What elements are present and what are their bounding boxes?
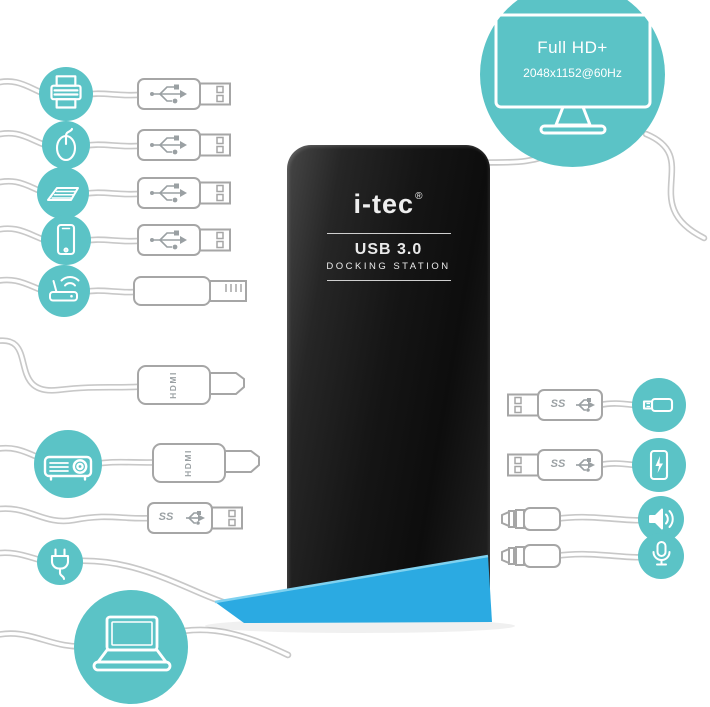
tablet-icon bbox=[56, 223, 76, 256]
monitor-icon bbox=[494, 13, 652, 135]
printer-circle bbox=[39, 67, 93, 121]
divider bbox=[326, 280, 451, 281]
power-plug-circle bbox=[37, 539, 83, 585]
display-resolution-detail: 2048x1152@60Hz bbox=[523, 66, 622, 80]
microphone-circle bbox=[638, 533, 684, 579]
power-plug-icon bbox=[50, 548, 70, 581]
ethernet-connector bbox=[128, 271, 258, 311]
laptop-icon bbox=[92, 615, 172, 672]
docking-station: i-tec® USB 3.0 DOCKING STATION bbox=[287, 145, 490, 600]
usb-a-connector bbox=[128, 173, 238, 213]
usb-a-connector bbox=[128, 220, 238, 260]
model-type: DOCKING STATION bbox=[326, 261, 451, 272]
display-callout: Full HD+ 2048x1152@60Hz bbox=[480, 0, 665, 167]
hdmi-connector bbox=[130, 362, 250, 408]
display-resolution-title: Full HD+ bbox=[537, 38, 608, 57]
divider bbox=[326, 233, 451, 234]
hdmi-connector bbox=[145, 440, 265, 486]
usb-a-connector bbox=[128, 125, 238, 165]
usb-a-connector bbox=[128, 74, 238, 114]
speaker-icon bbox=[649, 508, 674, 530]
usb-flash-drive-icon bbox=[642, 397, 674, 413]
hdmi-label: HDMI bbox=[183, 449, 193, 477]
speaker-circle bbox=[638, 496, 684, 542]
brand-logo: i-tec® bbox=[353, 189, 424, 219]
keyboard-icon bbox=[47, 187, 79, 201]
superspeed-label: SS bbox=[550, 458, 566, 470]
registered-mark: ® bbox=[415, 191, 424, 202]
keyboard-circle bbox=[37, 167, 89, 219]
hdmi-label: HDMI bbox=[168, 371, 178, 399]
model-block: USB 3.0 DOCKING STATION bbox=[287, 233, 490, 281]
audio-jack-connector bbox=[500, 501, 610, 537]
mouse-circle bbox=[42, 121, 90, 169]
superspeed-label: SS bbox=[550, 398, 566, 410]
projector-circle bbox=[34, 430, 102, 498]
smartphone-charging-icon bbox=[649, 449, 669, 481]
audio-jack-connector bbox=[500, 538, 610, 574]
router-circle bbox=[38, 265, 90, 317]
microphone-icon bbox=[652, 541, 671, 566]
phone-charging-circle bbox=[632, 438, 686, 492]
tablet-circle bbox=[41, 215, 91, 265]
router-icon bbox=[49, 276, 80, 302]
superspeed-label: SS bbox=[158, 511, 174, 523]
printer-icon bbox=[50, 75, 82, 109]
mouse-icon bbox=[55, 127, 77, 162]
usb-flash-circle bbox=[632, 378, 686, 432]
projector-icon bbox=[43, 455, 93, 481]
laptop-circle bbox=[74, 590, 188, 704]
model-name: USB 3.0 bbox=[354, 241, 423, 258]
